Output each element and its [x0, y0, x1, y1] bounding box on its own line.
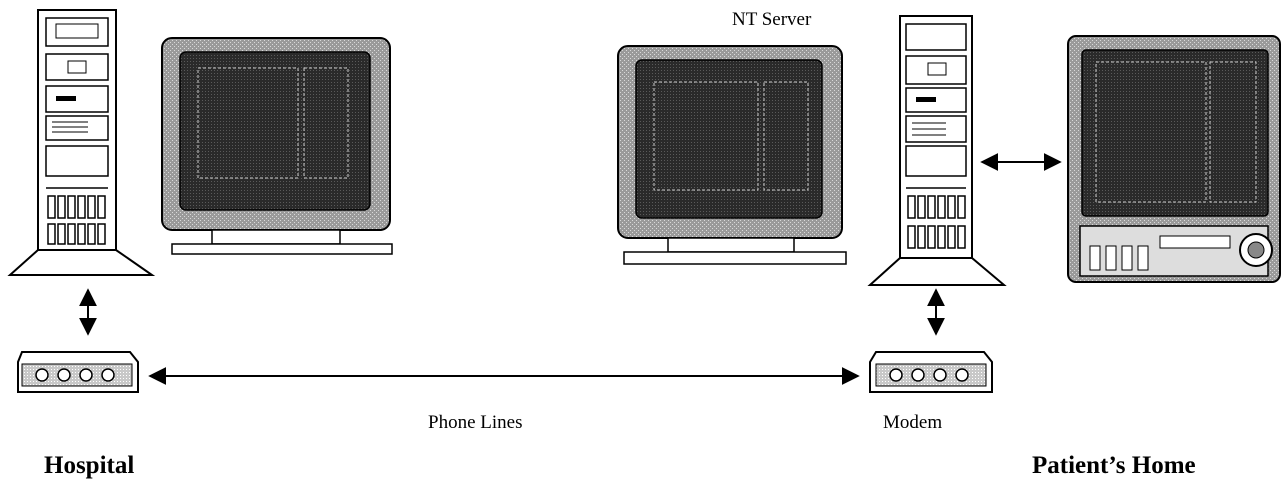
phone-lines-label: Phone Lines [428, 412, 523, 433]
home-modem [869, 351, 993, 393]
patient-monitor-device [1067, 35, 1281, 283]
hospital-tower [7, 9, 156, 276]
hospital-monitor [161, 37, 393, 255]
home-monitor [617, 45, 847, 265]
patients-home-label: Patient’s Home [1032, 452, 1196, 479]
nt-server-tower [867, 15, 1007, 286]
nt-server-label: NT Server [732, 9, 812, 30]
hospital-modem [17, 351, 139, 393]
hospital-label: Hospital [44, 452, 135, 479]
modem-label: Modem [883, 412, 943, 433]
